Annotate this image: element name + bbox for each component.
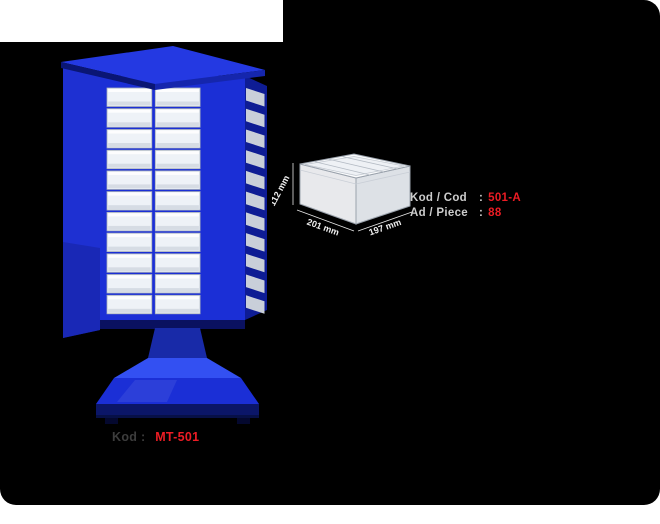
drawer-cell xyxy=(108,171,151,175)
dimension-line-depth xyxy=(296,209,355,232)
info-row-piece: Ad / Piece : 88 xyxy=(410,207,521,219)
cap-left-edge xyxy=(61,62,155,90)
info-code-label: Kod / Cod xyxy=(410,192,467,204)
base-foot-left xyxy=(105,418,118,424)
cap-right-edge xyxy=(155,70,265,90)
drawer-cell xyxy=(108,254,151,258)
drawer-cell xyxy=(156,205,199,210)
info-code-separator: : xyxy=(479,192,484,204)
drawer-cell xyxy=(156,275,199,279)
drawer-cell xyxy=(108,192,151,196)
drawer-cell xyxy=(108,275,151,279)
base-lower-band xyxy=(96,404,259,415)
drawer-cell xyxy=(156,308,199,313)
black-background-panel-top xyxy=(283,0,660,80)
drawer-cell xyxy=(108,130,151,134)
drawer-cell xyxy=(108,205,151,210)
drawer-cell xyxy=(108,109,151,113)
drawer-cell xyxy=(156,89,199,92)
drawer-cell xyxy=(108,288,151,293)
drawer-cell xyxy=(156,130,199,134)
base-shadow-band xyxy=(100,320,245,329)
drawer-cell xyxy=(156,143,199,147)
drawer-cell xyxy=(156,267,199,272)
side-drawer-cell xyxy=(246,295,265,314)
drawer-cell xyxy=(108,225,151,230)
drawer-cell xyxy=(156,192,199,196)
drawer-cell xyxy=(156,184,199,189)
info-piece-label: Ad / Piece xyxy=(410,207,468,219)
drawer-cell xyxy=(156,109,199,113)
dim-width-label: 197 mm xyxy=(368,217,403,237)
drawer-cell xyxy=(108,296,151,300)
stand-left-panel-shade xyxy=(63,242,100,338)
info-piece-separator: : xyxy=(479,207,484,219)
drawer-cell xyxy=(156,213,199,217)
info-row-code: Kod / Cod : 501-A xyxy=(410,192,521,204)
drawer-cell xyxy=(156,296,199,300)
info-code-value: 501-A xyxy=(488,192,521,204)
side-drawer-grid xyxy=(246,88,265,314)
side-drawer-cell xyxy=(246,88,265,107)
dim-height-label: 112 mm xyxy=(272,174,292,208)
side-drawer-cell xyxy=(246,233,265,252)
side-drawer-cell xyxy=(246,212,265,231)
info-piece-value: 88 xyxy=(488,207,502,219)
side-drawer-cell xyxy=(246,191,265,211)
drawer-cell xyxy=(156,288,199,293)
stand-code: Kod : MT-501 xyxy=(112,430,199,444)
cap-top-face xyxy=(61,46,265,84)
side-drawer-cell xyxy=(246,108,265,128)
drawer-cell xyxy=(108,267,151,272)
bin-divider-1 xyxy=(313,161,371,176)
drawer-cell xyxy=(156,254,199,258)
drawer-cell xyxy=(108,184,151,189)
drawer-cell xyxy=(108,308,151,313)
stand-code-label: Kod : xyxy=(112,430,146,444)
side-drawer-cell xyxy=(246,150,265,169)
bin-front-lip-left xyxy=(299,169,357,185)
bin-front-lip-right xyxy=(355,171,411,185)
drawer-cell xyxy=(156,122,199,127)
base-foot-right xyxy=(237,418,250,424)
stand-code-value: MT-501 xyxy=(155,430,200,444)
drawer-cell xyxy=(108,246,151,251)
drawer-cell xyxy=(108,213,151,217)
side-drawer-cell xyxy=(246,129,265,148)
drawer-cell xyxy=(108,234,151,238)
base-highlight xyxy=(117,380,177,402)
stand-cap xyxy=(61,46,265,90)
base-lip xyxy=(96,415,259,418)
dimension-line-width xyxy=(357,211,413,232)
drawer-cell xyxy=(156,234,199,238)
bin-divider-3 xyxy=(341,156,399,170)
side-drawer-cell xyxy=(246,274,265,294)
base-front-face xyxy=(96,378,259,404)
drawer-cell xyxy=(108,143,151,147)
side-drawer-cell xyxy=(246,170,265,190)
drawer-cell xyxy=(108,163,151,168)
drawer-cell xyxy=(156,101,199,106)
drawer-cell xyxy=(156,225,199,230)
drawer-bin-image: 112 mm 201 mm 197 mm xyxy=(272,153,413,238)
drawer-cell xyxy=(108,151,151,155)
drawer-cell xyxy=(156,171,199,175)
drawer-cell xyxy=(108,101,151,106)
bin-shape xyxy=(299,153,411,225)
bin-divider-2 xyxy=(327,158,385,173)
drawer-cell xyxy=(108,122,151,127)
side-drawer-cell xyxy=(246,253,265,273)
drawer-cell xyxy=(156,151,199,155)
stand-base xyxy=(96,320,259,424)
display-stand-image xyxy=(61,46,267,424)
drawer-cell xyxy=(156,246,199,251)
base-stem xyxy=(148,328,207,358)
drawer-grid xyxy=(106,87,201,315)
product-info: Kod / Cod : 501-A Ad / Piece : 88 xyxy=(410,192,521,219)
drawer-cell xyxy=(156,163,199,168)
drawer-cell xyxy=(108,89,151,92)
base-top-face xyxy=(114,358,241,378)
